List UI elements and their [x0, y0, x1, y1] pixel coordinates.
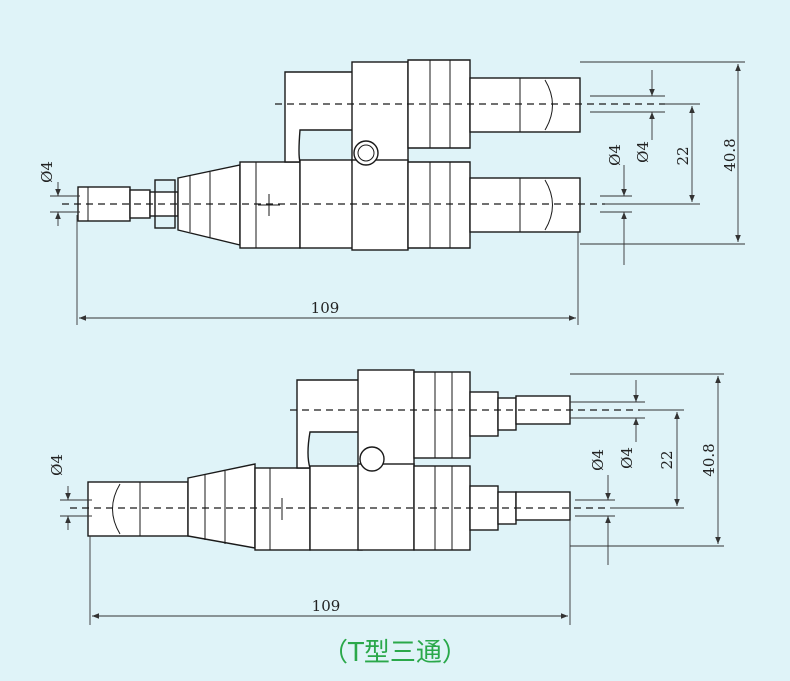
- bottom-right-lower-pin: [515, 491, 571, 521]
- bottom-length-dim: 109: [312, 597, 341, 615]
- top-connector-view: 109 Ø4 40.8 22 Ø4 Ø4: [38, 59, 745, 325]
- top-right-dia-a-dim: Ø4: [634, 141, 652, 163]
- bottom-locking-hole: [359, 446, 385, 472]
- caption: （T型三通）: [322, 638, 468, 668]
- top-riser: [284, 71, 356, 163]
- top-pitch-outer-dim: 40.8: [721, 138, 739, 171]
- bottom-pitch-inner-dim: 22: [658, 450, 676, 469]
- bottom-pitch-outer-dim: 40.8: [700, 443, 718, 476]
- bottom-connector-view: 109 Ø4 40.8 22 Ø4 Ø4: [48, 369, 724, 625]
- bottom-left-socket: [87, 481, 189, 537]
- bottom-right-dia-a-dim: Ø4: [618, 447, 636, 469]
- top-right-lower-socket: [469, 177, 581, 233]
- top-left-dia-dim: Ø4: [38, 161, 56, 183]
- bottom-riser: [296, 379, 366, 469]
- top-pitch-inner-dim: 22: [674, 146, 692, 165]
- top-left-nut: [177, 164, 241, 246]
- bottom-left-nut: [187, 463, 256, 549]
- top-right-upper-socket: [469, 77, 581, 133]
- top-length-dim: 109: [311, 299, 340, 317]
- bottom-right-dia-b-dim: Ø4: [589, 449, 607, 471]
- bottom-left-dia-dim: Ø4: [48, 454, 66, 476]
- top-right-dia-b-dim: Ø4: [606, 144, 624, 166]
